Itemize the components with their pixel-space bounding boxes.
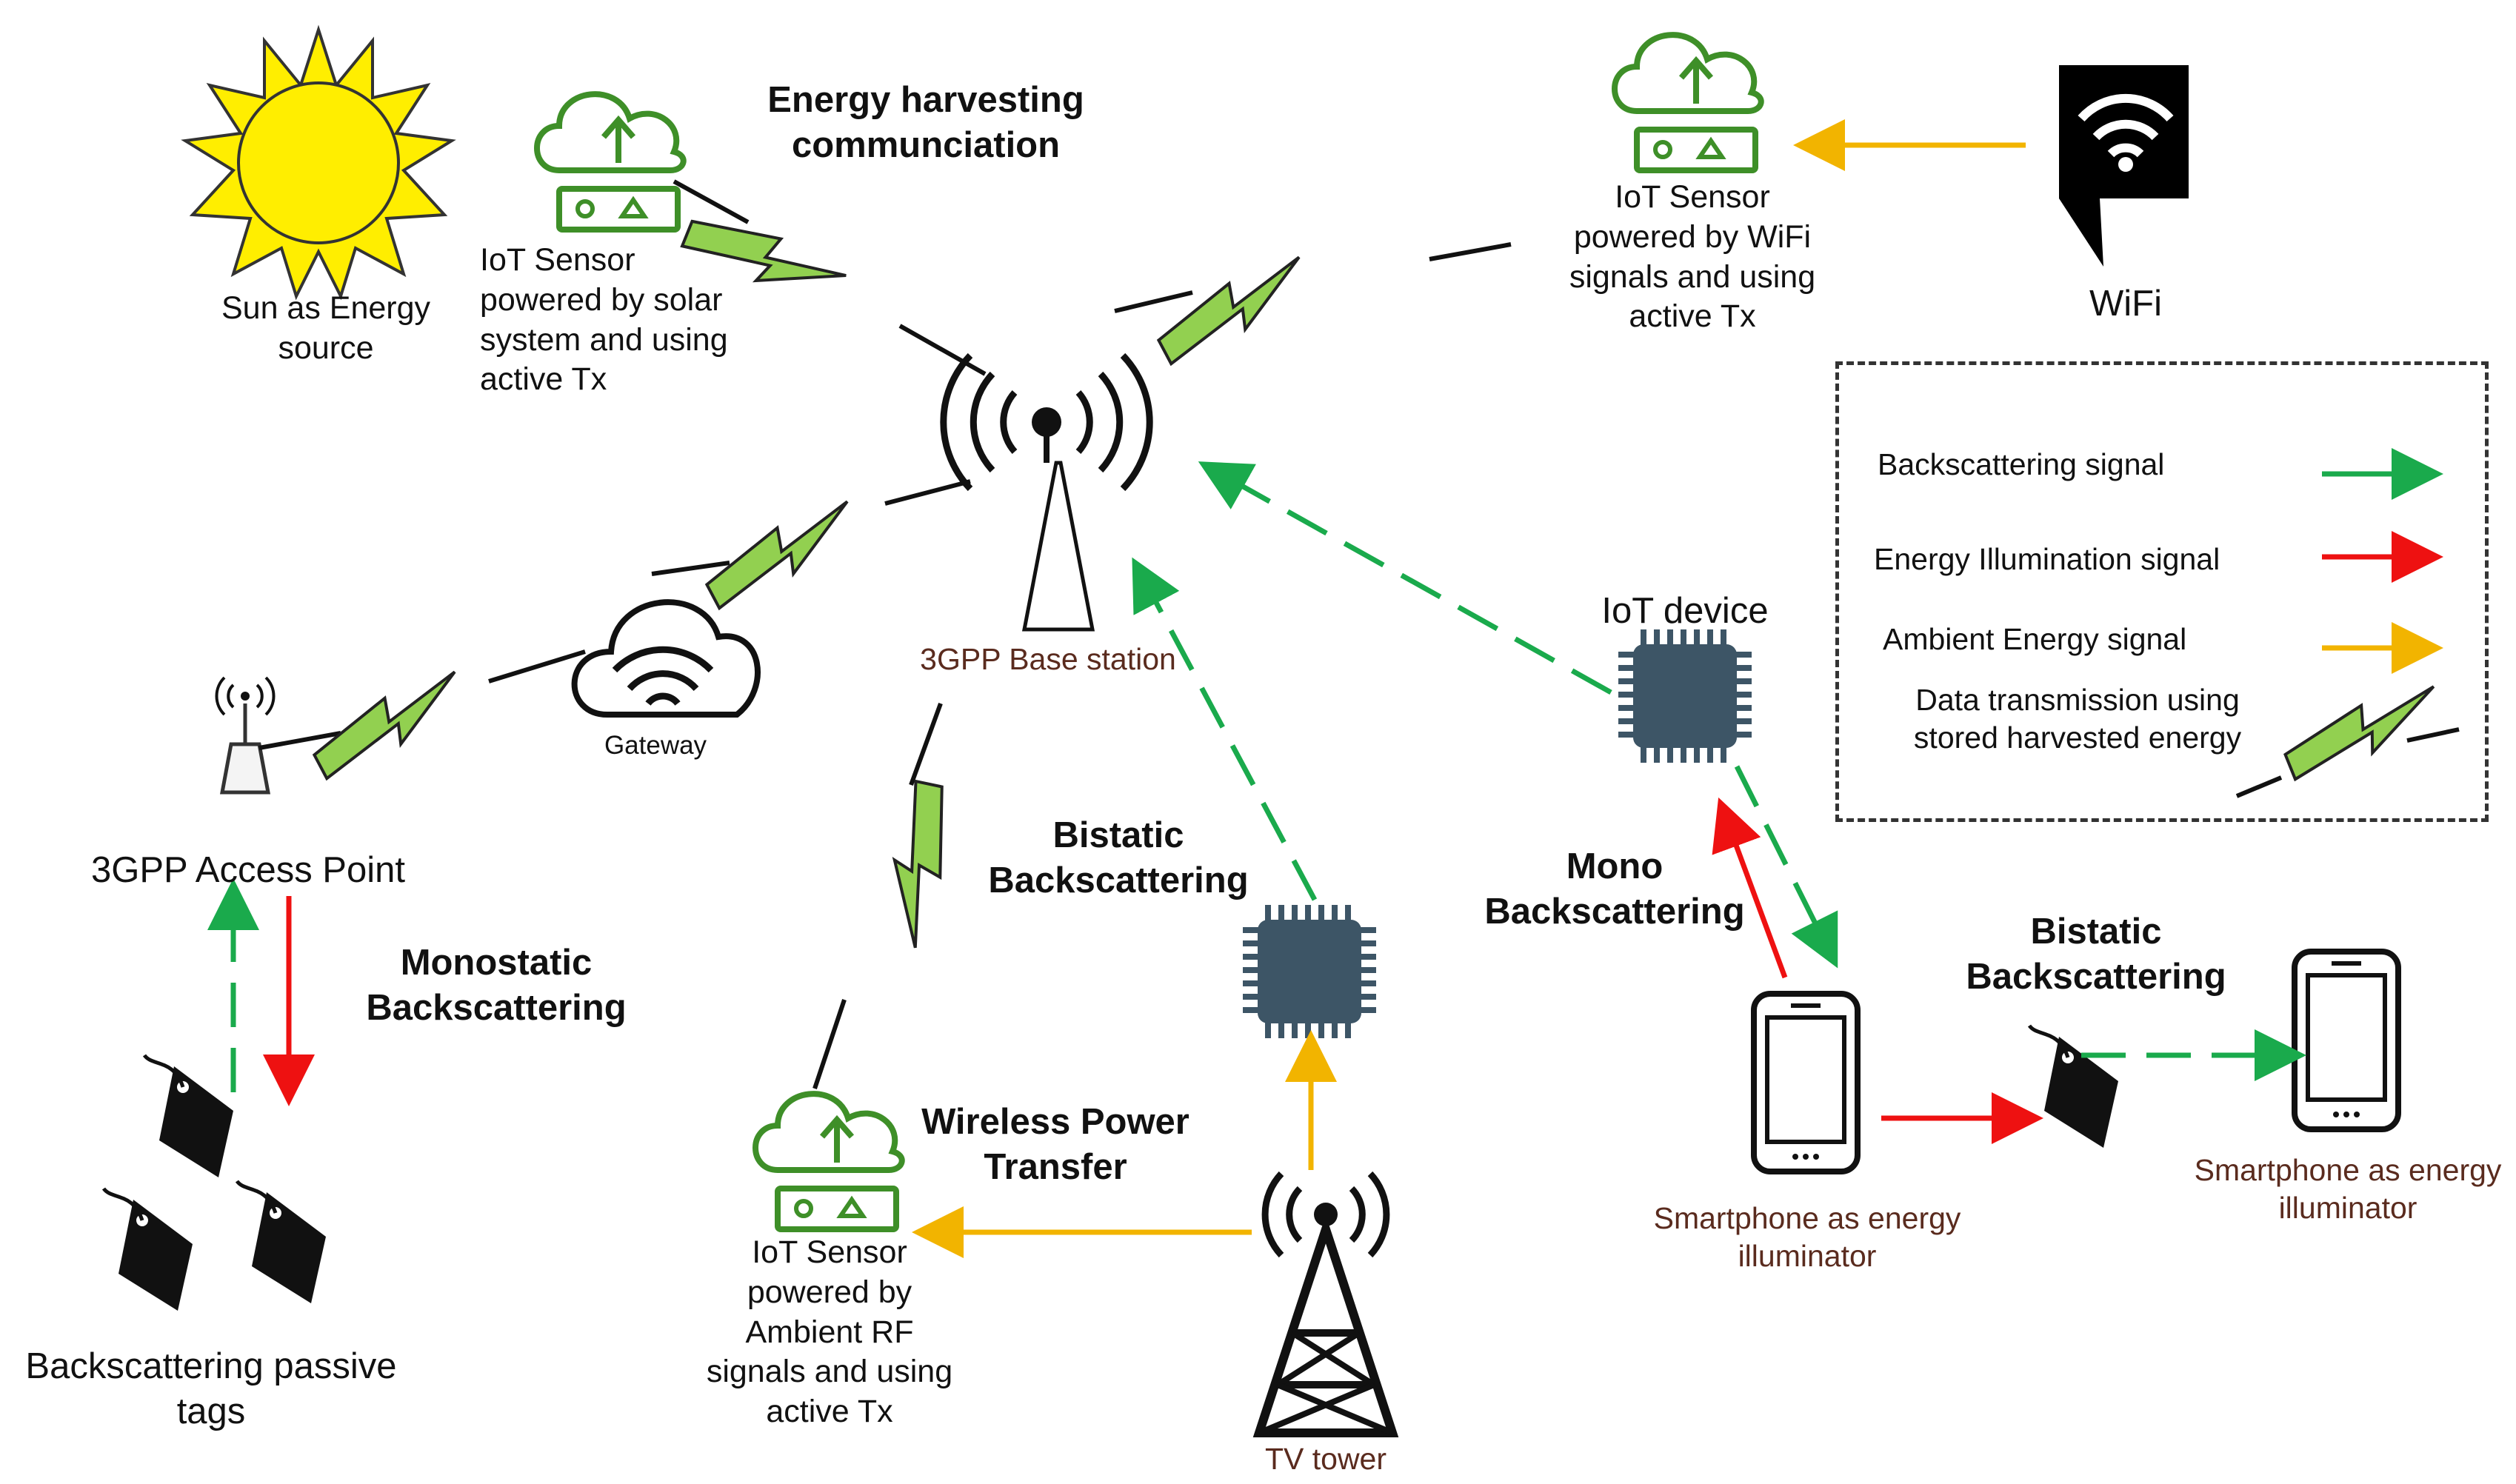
passive-tag-icon-3 [237,1181,326,1303]
harvest-link-wifi [1114,242,1512,367]
tv-tower-icon [1252,1171,1399,1437]
legend-label-illumination: Energy Illumination signal [1874,542,2220,576]
iot-sensor-solar-icon [537,94,684,230]
sun-icon [181,24,456,301]
harvest-link-solar [673,179,987,376]
harvest-link-gateway [651,479,971,612]
title-mono-backscattering: Mono Backscattering [1484,846,1745,932]
illumination-arrows [263,797,2043,1144]
label-iot-wifi: IoT Sensor powered by WiFi signals and u… [1569,179,1816,335]
legend-label-ambient: Ambient Energy signal [1883,622,2187,656]
chip-icon-center [1243,905,1376,1038]
passive-tag-icon-4 [2029,1026,2118,1148]
iot-sensor-wifi-icon [1615,35,1761,170]
wifi-icon [2059,65,2189,267]
title-monostatic: Monostatic Backscattering [366,943,627,1029]
passive-tag-icon-2 [104,1189,193,1311]
smartphone-icon-left [1754,994,1858,1172]
smartphone-icon-right [2295,952,2398,1129]
label-base-station: 3GPP Base station [920,642,1176,676]
iot-sensor-rf-icon [755,1094,902,1229]
legend-label-backscatter: Backscattering signal [1878,447,2165,481]
label-iot-device: IoT device [1601,591,1769,631]
label-iot-rf: IoT Sensor powered by Ambient RF signals… [706,1234,953,1429]
title-wireless-power-transfer: Wireless Power Transfer [921,1102,1189,1188]
base-station-icon [940,352,1153,632]
label-sun: Sun as Energy source [221,290,431,366]
legend-bolt-swatch [2235,676,2460,798]
harvest-link-rf [812,702,961,1089]
label-iot-solar: IoT Sensor powered by solar system and u… [480,242,728,398]
title-energy-harvesting: Energy harvesting communciation [767,80,1084,166]
label-wifi: WiFi [2089,284,2162,324]
ambient-arrows [912,119,2026,1258]
legend-swatches [2322,448,2443,674]
title-bistatic-center: Bistatic Backscattering [988,815,1249,901]
label-tv-tower: TV tower [1264,1442,1387,1476]
title-bistatic-right: Bistatic Backscattering [1966,912,2226,997]
legend-label-data-transmission: Data transmission using stored harvested… [1913,683,2242,755]
chip-icon-iot-device [1618,629,1752,763]
passive-tag-icon-1 [144,1055,233,1177]
access-point-icon [215,676,276,795]
label-gateway: Gateway [604,731,707,760]
label-smartphone-right: Smartphone as energy illuminator [2194,1153,2502,1226]
harvest-link-ap [258,649,586,782]
label-smartphone-left: Smartphone as energy illuminator [1653,1201,1961,1274]
label-passive-tags: Backscattering passive tags [25,1346,397,1432]
gateway-icon [571,599,761,718]
legend [1835,361,2489,822]
label-access-point: 3GPP Access Point [91,850,405,890]
